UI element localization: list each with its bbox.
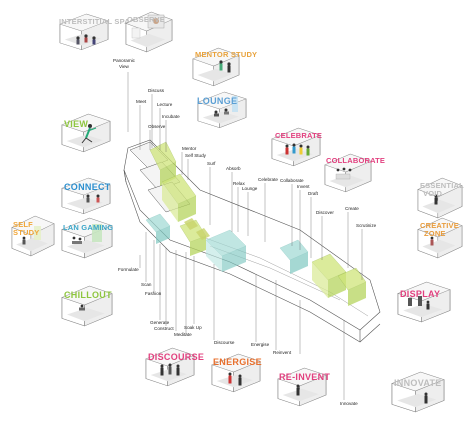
label-invent: Invent — [297, 184, 310, 189]
teal-volume-2 — [205, 229, 247, 272]
label-scrutinize: Scrutinize — [356, 223, 377, 228]
label-lounge: Lounge — [242, 186, 258, 191]
room-essential-void: ESSENTIAL VOID — [417, 177, 464, 219]
room-chillout: CHILLOUT — [61, 285, 113, 327]
label-observe: Observe — [148, 124, 166, 129]
room-energise: ENERGISE — [211, 353, 262, 393]
label-view: View — [119, 64, 130, 69]
title-view: VIEW — [64, 119, 88, 129]
room-mentor-study: MENTOR STUDY — [192, 47, 257, 87]
title-display: DISPLAY — [400, 289, 440, 299]
label-discourse: Discourse — [214, 340, 235, 345]
label-discover: Discover — [316, 210, 334, 215]
teal-volume-1 — [145, 213, 171, 244]
room-innovate: INNOVATE — [391, 371, 445, 413]
label-self-study: Self Study — [185, 153, 207, 158]
room-re-invent: RE-INVENT — [277, 367, 330, 407]
label-meet: Meet — [136, 99, 147, 104]
room-discourse: DISCOURSE — [145, 347, 204, 387]
title-collaborate: COLLABORATE — [326, 156, 385, 165]
title-lan-gaming: LAN GAMING — [63, 223, 113, 232]
label-collaborate: Collaborate — [280, 178, 304, 183]
label-soak-up: Soak Up — [184, 325, 202, 330]
title-essential-void-1: ESSENTIAL — [420, 181, 464, 190]
room-connect: CONNECT — [61, 177, 111, 215]
label-energise: Energise — [251, 342, 270, 347]
room-lan-gaming: LAN GAMING — [61, 217, 113, 259]
room-display: DISPLAY — [397, 281, 451, 323]
label-scan: Scan — [141, 282, 152, 287]
label-surf: Surf — [207, 161, 216, 166]
lime-volume-2 — [161, 173, 197, 222]
room-collaborate: COLLABORATE — [324, 153, 385, 193]
label-incubate: Incubate — [162, 114, 180, 119]
title-lounge: LOUNGE — [197, 96, 237, 106]
title-celebrate: CELEBRATE — [275, 131, 322, 140]
room-lounge: LOUNGE — [197, 91, 247, 129]
building-axonometric — [123, 139, 381, 343]
room-view: VIEW — [61, 113, 111, 153]
label-meditate: Meditate — [174, 332, 192, 337]
label-create: Create — [345, 206, 359, 211]
room-self-study: SELF STUDY — [11, 215, 55, 257]
room-interstitial-space: INTERSTITIAL SPACE — [59, 13, 141, 51]
title-discourse: DISCOURSE — [148, 352, 204, 362]
title-self-study-2: STUDY — [13, 228, 39, 237]
label-fashion: Fashion — [145, 291, 162, 296]
label-formulate: Formulate — [118, 267, 139, 272]
room-creative-zone: CREATIVE ZONE — [417, 217, 463, 259]
lime-volume-5 — [337, 267, 367, 306]
label-mentor: Mentor — [182, 146, 197, 151]
label-celebrate: Celebrate — [258, 177, 278, 182]
room-celebrate: CELEBRATE — [271, 127, 322, 167]
title-self-study-1: SELF — [13, 220, 33, 229]
activity-labels: Panoramic View Discuss Meet Lecture Incu… — [113, 58, 377, 406]
label-absorb: Absorb — [226, 166, 241, 171]
title-creative-2: ZONE — [424, 229, 446, 238]
leader-lines — [127, 72, 363, 400]
title-creative-1: CREATIVE — [420, 221, 459, 230]
label-draft: Draft — [308, 191, 319, 196]
title-observe: OBSERVE — [127, 15, 165, 24]
label-lecture: Lecture — [157, 102, 173, 107]
title-connect: CONNECT — [64, 182, 111, 192]
label-reinvent: Reinvent — [273, 350, 292, 355]
title-interstitial-space: INTERSTITIAL SPACE — [59, 17, 141, 26]
title-essential-void-2: VOID — [423, 189, 443, 198]
label-discuss: Discuss — [148, 88, 165, 93]
title-re-invent: RE-INVENT — [279, 372, 330, 382]
label-construct: Construct — [154, 326, 174, 331]
title-mentor-study: MENTOR STUDY — [195, 50, 257, 59]
room-observe: OBSERVE — [125, 11, 173, 53]
label-generate: Generate — [150, 320, 170, 325]
label-innovate: Innovate — [340, 401, 358, 406]
title-chillout: CHILLOUT — [64, 290, 112, 300]
title-energise: ENERGISE — [213, 357, 262, 367]
title-innovate: INNOVATE — [394, 378, 442, 388]
label-relax: Relax — [233, 181, 245, 186]
label-panoramic: Panoramic — [113, 58, 136, 63]
